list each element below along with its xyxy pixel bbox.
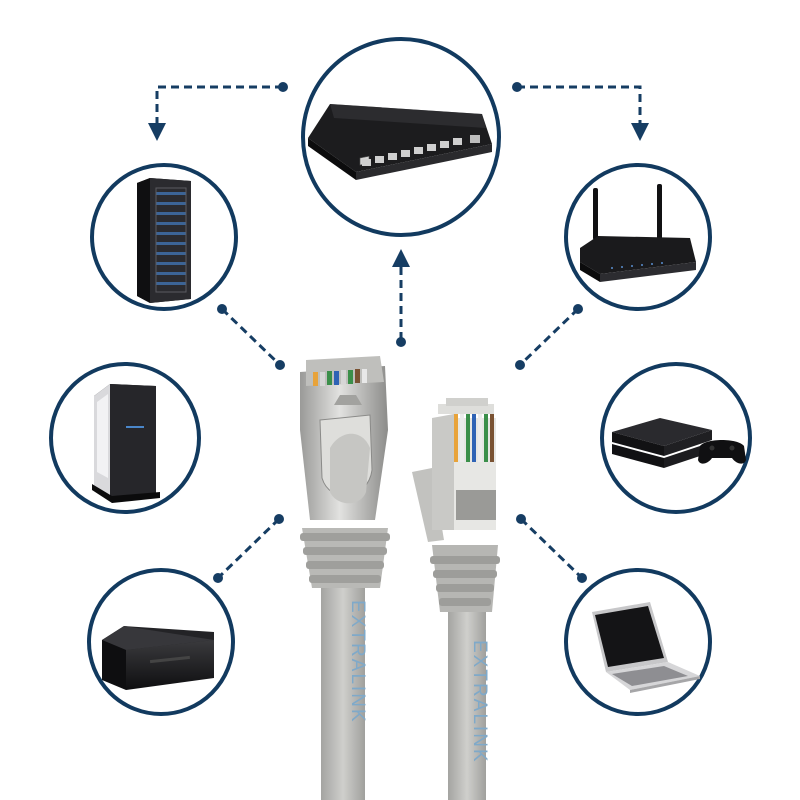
link-switch-to-server	[148, 85, 283, 141]
device-game-console	[600, 362, 752, 514]
link-switch-to-router	[517, 85, 649, 141]
connector-dots	[213, 82, 587, 583]
printer-icon	[102, 626, 214, 690]
link-laptop-to-cable	[519, 517, 584, 580]
ethernet-cable-left: EXTRALINK	[300, 356, 390, 800]
device-server-rack	[90, 163, 238, 311]
device-laptop	[564, 568, 712, 716]
connector-lines	[148, 85, 649, 580]
rj45-plug-side	[412, 398, 500, 612]
pc-tower-icon	[92, 384, 160, 503]
device-switch	[301, 37, 501, 237]
network-switch-icon	[308, 104, 492, 180]
game-console-icon	[612, 418, 746, 468]
device-router	[564, 163, 712, 311]
device-printer	[87, 568, 235, 716]
wifi-router-icon	[580, 184, 696, 282]
device-pc-tower	[49, 362, 201, 514]
link-server-to-cable	[220, 307, 282, 367]
cable-right-brand: EXTRALINK	[469, 640, 490, 764]
ethernet-cable-right: EXTRALINK	[412, 398, 500, 800]
laptop-icon	[592, 602, 700, 693]
server-rack-icon	[137, 178, 191, 303]
cable-left-brand: EXTRALINK	[347, 600, 368, 724]
link-router-to-cable	[518, 307, 580, 367]
link-pc-to-cable	[216, 517, 281, 580]
rj45-plug-front	[300, 356, 390, 588]
